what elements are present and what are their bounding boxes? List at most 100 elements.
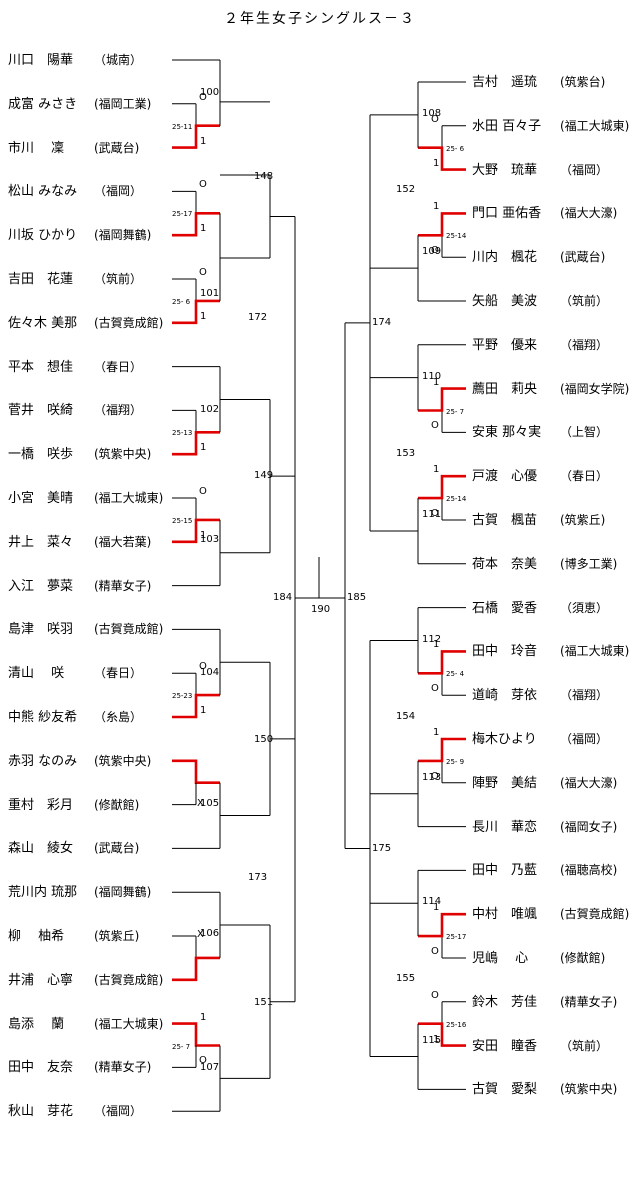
match-number: 110 — [422, 370, 442, 382]
player-team: (福大大濠) — [560, 775, 618, 790]
player-name: 水田 百々子 — [472, 118, 542, 134]
player-team: （福岡） — [94, 1104, 143, 1119]
match-number: 112 — [422, 633, 442, 645]
winner-line — [172, 1022, 220, 1047]
winner-line — [172, 212, 220, 237]
winner-line — [172, 956, 220, 982]
match-number: 155 — [396, 973, 416, 984]
player-team: （糸島） — [94, 710, 143, 724]
player-team: （上智） — [560, 425, 609, 440]
won-mark: 1 — [433, 376, 440, 388]
player-team: （福岡） — [560, 162, 609, 177]
player-name: 門口 亜佑香 — [472, 206, 542, 222]
lost-mark: O — [431, 683, 439, 695]
set-score: 25-13 — [172, 429, 193, 438]
match-number: 114 — [422, 896, 442, 908]
player-name: 川坂 ひかり — [8, 228, 78, 244]
walkover-mark: X — [197, 797, 204, 809]
won-mark: 1 — [200, 223, 207, 235]
player-team: (古賀竟成館) — [94, 315, 164, 330]
match-number: 113 — [422, 771, 442, 783]
player-team: （城南） — [94, 53, 143, 67]
player-team: (福工大城東) — [94, 1016, 164, 1031]
player-team: (筑紫中央) — [94, 447, 152, 462]
winner-line — [172, 759, 220, 784]
player-team: (筑紫中央) — [560, 1082, 618, 1097]
player-team: （筑前） — [560, 294, 609, 308]
set-score: 25- 7 — [172, 1042, 191, 1051]
match-number: 151 — [254, 996, 274, 1008]
player-name: 菅井 咲綺 — [8, 403, 74, 419]
player-team: (精華女子) — [94, 578, 152, 593]
match-number: 173 — [248, 872, 268, 884]
player-team: (福岡女学院) — [560, 381, 630, 396]
player-team: (筑紫丘) — [94, 929, 140, 943]
player-team: (福工大城東) — [94, 491, 164, 505]
player-name: 重村 彩月 — [8, 797, 74, 813]
player-entry-right: 水田 百々子 (福工大城東) — [472, 118, 629, 135]
match-number: 172 — [248, 312, 268, 324]
match-number: 111 — [422, 509, 442, 521]
player-name: 森山 綾女 — [8, 841, 74, 857]
player-entry-right: 平野 優来（福翔） — [472, 337, 608, 354]
player-entry-right: 矢船 美波（筑前） — [472, 293, 608, 310]
player-name: 道崎 芽依 — [472, 688, 538, 704]
player-name: 赤羽 なのみ — [8, 753, 78, 769]
player-entry-left: 佐々木 美那(古賀竟成館) — [8, 315, 163, 332]
player-name: 薦田 莉央 — [472, 381, 538, 397]
player-name: 吉村 遥琉 — [472, 75, 538, 90]
match-number: 115 — [422, 1034, 442, 1046]
lost-mark: O — [431, 113, 439, 125]
player-team: （福翔） — [94, 403, 143, 418]
player-entry-left: 川坂 ひかり(福岡舞鶴) — [8, 227, 151, 244]
player-team: （須恵） — [560, 600, 609, 615]
player-name: 鈴木 芳佳 — [472, 994, 538, 1010]
winner-line — [418, 387, 466, 412]
player-entry-right: 安田 瞳香（筑前） — [472, 1038, 608, 1055]
player-name: 島添 蘭 — [8, 1016, 65, 1032]
player-team: (精華女子) — [94, 1060, 152, 1075]
player-entry-right: 田中 乃藍(福聴高校) — [472, 862, 617, 879]
won-mark: 1 — [433, 639, 440, 651]
player-name: 平野 優来 — [472, 337, 538, 353]
won-mark: 1 — [200, 1011, 207, 1023]
lost-mark: O — [431, 770, 439, 782]
match-number: 107 — [200, 1061, 220, 1073]
player-entry-left: 島添 蘭 (福工大城東) — [8, 1016, 163, 1033]
player-name: 陣野 美結 — [472, 775, 538, 791]
player-entry-right: 中村 唯颯(古賀竟成館) — [472, 906, 629, 923]
player-entry-left: 入江 夢菜(精華女子) — [8, 578, 151, 595]
player-entry-right: 戸渡 心優（春日） — [472, 468, 608, 485]
player-name: 島津 咲羽 — [8, 622, 74, 638]
player-name: 柳 柚希 — [8, 929, 65, 944]
player-entry-right: 門口 亜佑香(福大大濠) — [472, 205, 617, 222]
match-number: 108 — [422, 108, 442, 119]
player-name: 長川 華恋 — [472, 819, 538, 835]
lost-mark: O — [199, 91, 207, 103]
player-name: 小宮 美晴 — [8, 491, 74, 506]
player-team: (武蔵台) — [560, 250, 606, 265]
match-number: 150 — [254, 733, 274, 745]
player-entry-left: 重村 彩月 (修猷館) — [8, 797, 139, 814]
player-team: (福聴高校) — [560, 863, 618, 878]
match-number: 101 — [200, 287, 220, 299]
player-team: (福工大城東) — [560, 118, 630, 133]
set-score: 25-23 — [172, 692, 193, 701]
match-number: 106 — [200, 927, 220, 939]
player-name: 古賀 楓苗 — [472, 513, 538, 528]
won-mark: 1 — [200, 135, 207, 147]
set-score: 25- 4 — [446, 670, 465, 679]
match-number: 190 — [311, 604, 331, 615]
player-entry-left: 吉田 花蓮（筑前） — [8, 271, 142, 288]
match-number: 109 — [422, 246, 442, 258]
lost-mark: O — [199, 267, 207, 278]
player-entry-left: 赤羽 なのみ(筑紫中央) — [8, 753, 151, 770]
player-team: (修猷館) — [94, 797, 140, 812]
winner-line — [172, 693, 220, 719]
player-team: （春日） — [94, 359, 143, 374]
match-number: 149 — [254, 470, 274, 482]
player-team: (福工大城東) — [560, 644, 630, 659]
match-number: 103 — [200, 533, 220, 545]
player-entry-right: 道崎 芽依（福翔） — [472, 687, 608, 704]
